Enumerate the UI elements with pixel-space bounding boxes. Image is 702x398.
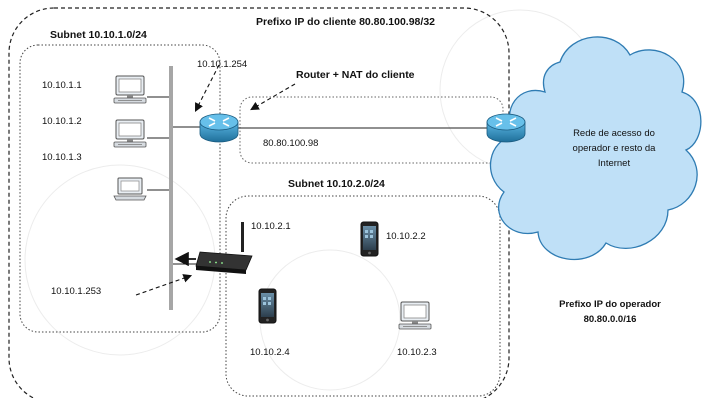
subnet1-boundary	[19, 44, 221, 333]
router-nat-label: Router + NAT do cliente	[296, 69, 415, 81]
host-ip-label: 10.10.2.2	[386, 231, 426, 242]
cloud-label-line2: operador e resto da	[573, 143, 657, 154]
client-prefix-label: Prefixo IP do cliente 80.80.100.98/32	[256, 16, 435, 28]
desktop-icon	[113, 75, 147, 104]
cloud-label-line3: Internet	[598, 158, 631, 169]
lan-switch-bar	[169, 66, 173, 310]
wan-link-zone	[239, 96, 504, 164]
router-lan-ip-label: 10.10.1.254	[197, 59, 247, 70]
host-ip-label: 10.10.2.3	[397, 347, 437, 358]
host-ip-label: 10.10.1.2	[42, 116, 82, 127]
router-wan-ip-label: 80.80.100.98	[263, 138, 318, 149]
host-ip-label: 10.10.1.3	[42, 152, 82, 163]
laptop-icon	[113, 177, 147, 201]
cloud-label-line1: Rede de acesso do	[573, 128, 655, 139]
desktop-icon	[398, 301, 432, 330]
host-ip-label: 10.10.1.1	[42, 80, 82, 91]
desktop-icon	[113, 119, 147, 148]
mobile-phone-icon	[360, 221, 379, 257]
subnet1-label: Subnet 10.10.1.0/24	[50, 29, 147, 41]
wireless-access-point-icon	[195, 222, 253, 274]
subnet2-label: Subnet 10.10.2.0/24	[288, 178, 385, 190]
mobile-phone-icon	[258, 288, 277, 324]
host-ip-label: 10.10.2.4	[250, 347, 290, 358]
wifi-wlan-ip-label: 10.10.2.1	[251, 221, 291, 232]
client-network-boundary	[8, 7, 510, 398]
annotation-arrows	[135, 64, 296, 296]
operator-prefix-line2: 80.80.0.0/16	[584, 314, 637, 325]
wifi-lan-ip-label: 10.10.1.253	[51, 286, 101, 297]
router-icon	[486, 113, 526, 143]
operator-prefix-line1: Prefixo IP do operador	[559, 299, 661, 310]
router-icon	[199, 113, 239, 143]
